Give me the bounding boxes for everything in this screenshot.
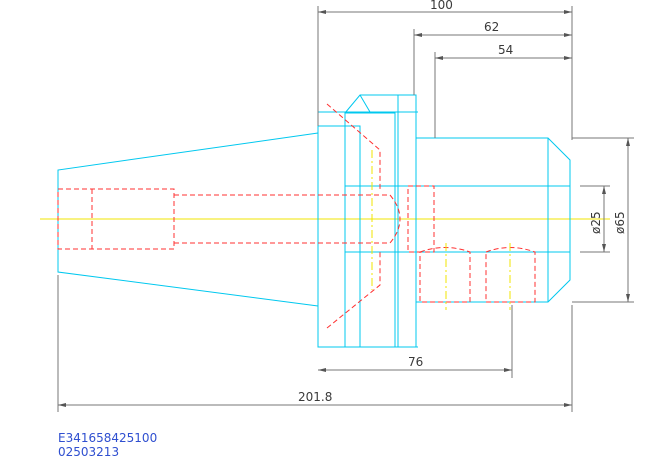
flange [317,94,418,348]
dim-label-76: 76 [408,355,423,369]
hole-centerlines [371,150,511,310]
part-number: E341658425100 [58,431,158,445]
hidden-features [57,103,536,329]
serial-number: 02503213 [58,445,120,459]
dim-label-62: 62 [484,20,499,34]
dimension-lines [57,6,634,412]
dimension-arrows [58,10,630,407]
dim-label-diameter-25: ø25 [589,211,603,234]
dim-label-201-8: 201.8 [298,390,332,404]
dim-label-54: 54 [498,43,513,57]
dim-label-diameter-65: ø65 [613,211,627,234]
body [416,137,571,303]
dim-label-100: 100 [430,0,453,12]
